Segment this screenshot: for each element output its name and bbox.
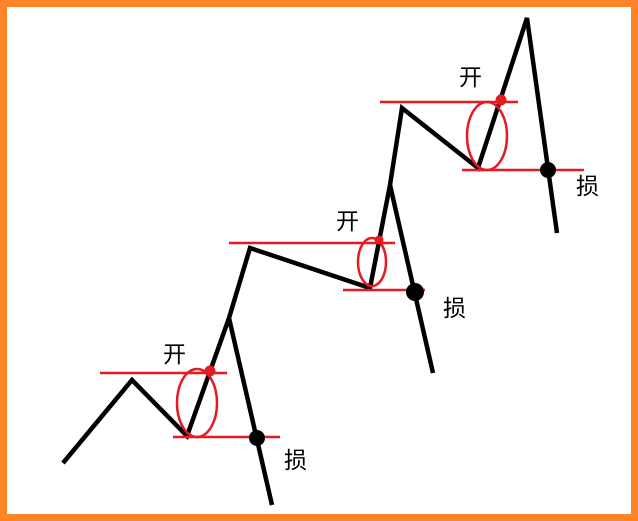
stop-label-3: 损 [576, 174, 599, 200]
stop-label-2: 损 [443, 296, 466, 322]
entry-dot-1 [204, 365, 216, 377]
entry-dot-2 [374, 235, 384, 245]
price-line [61, 17, 560, 465]
setup-2: 开 损 [229, 209, 466, 322]
pattern-circle-3 [465, 100, 509, 172]
open-label-2: 开 [336, 209, 359, 235]
setup-1: 开 损 [100, 342, 307, 474]
pattern-circle-1 [175, 367, 219, 439]
stop-branch-2 [387, 184, 436, 374]
stop-dot-3 [540, 162, 556, 178]
pattern-circle-2 [356, 236, 388, 288]
open-label-3: 开 [459, 65, 482, 91]
stop-label-1: 损 [284, 448, 307, 474]
price-path [61, 17, 560, 506]
stop-dot-1 [249, 430, 265, 446]
stop-branch-1 [226, 317, 275, 506]
stop-dot-2 [406, 283, 424, 301]
open-label-1: 开 [163, 342, 186, 368]
entry-dot-3 [495, 94, 507, 106]
setup-3: 开 损 [380, 65, 599, 200]
